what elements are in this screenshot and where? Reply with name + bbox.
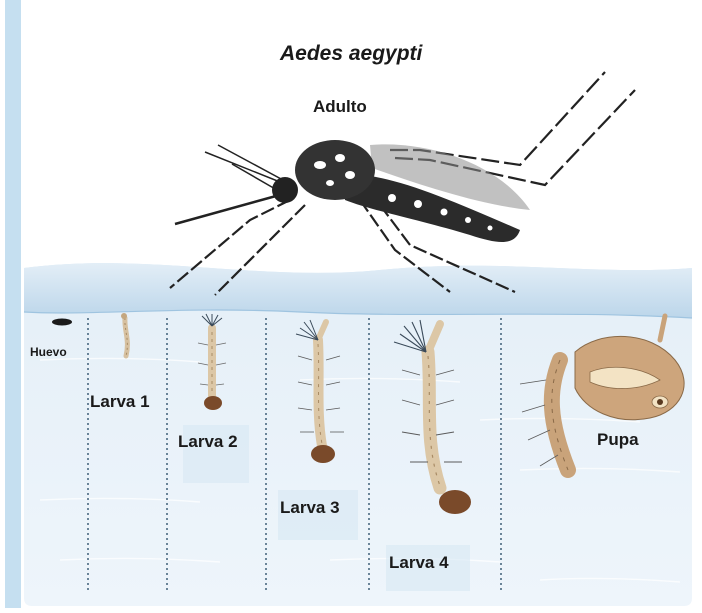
adult-mosquito-figure	[170, 72, 635, 295]
stage-label-larva-3: Larva 3	[280, 498, 340, 518]
mosquito-antennae	[205, 145, 283, 190]
mosquito-proboscis	[175, 196, 276, 224]
stage-label-larva-1: Larva 1	[90, 392, 150, 412]
mosquito-legs	[170, 72, 635, 295]
stage-label-egg: Huevo	[30, 345, 67, 359]
stage-label-larva-4: Larva 4	[389, 553, 449, 573]
stage-label-larva-2: Larva 2	[178, 432, 238, 452]
stage-label-pupa: Pupa	[597, 430, 639, 450]
mosquito-thorax	[295, 140, 375, 200]
egg	[52, 319, 72, 326]
water-surface	[24, 263, 692, 318]
stage-label-adult: Adulto	[313, 97, 367, 117]
diagram-title: Aedes aegypti	[280, 42, 422, 66]
frame-bar	[5, 0, 21, 608]
